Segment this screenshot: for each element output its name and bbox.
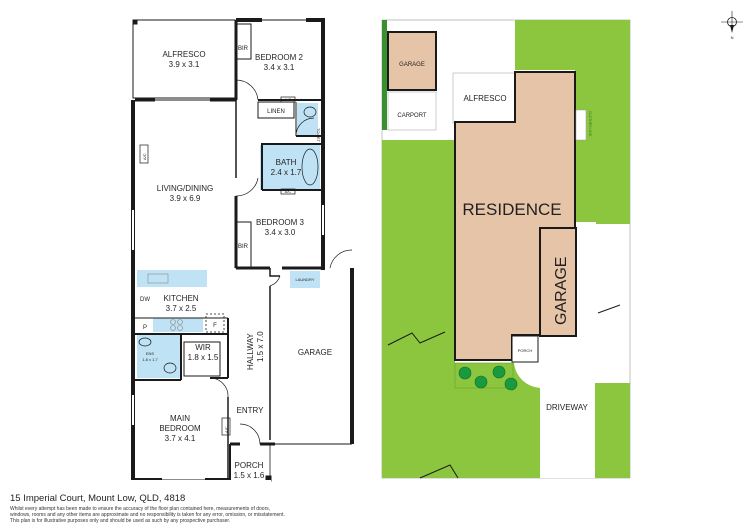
compass-icon: N xyxy=(721,11,743,40)
site-garage-main xyxy=(539,227,577,337)
room-bath-size: 2.4 x 1.7 xyxy=(271,168,302,177)
ac-label-bedroom3: A/C xyxy=(285,189,292,194)
site-alfresco xyxy=(452,72,516,124)
room-bedroom3-name: BEDROOM 3 xyxy=(256,218,305,227)
site-residence xyxy=(454,71,576,361)
dishwasher-label: DW xyxy=(140,297,150,303)
room-bath-name: BATH xyxy=(276,158,297,167)
room-living-name: LIVING/DINING xyxy=(157,184,213,193)
room-wir-size: 1.8 x 1.5 xyxy=(188,353,219,362)
wet-area-laundry xyxy=(290,271,320,288)
site-porch-label: PORCH xyxy=(518,348,533,353)
footer: 15 Imperial Court, Mount Low, QLD, 4818 … xyxy=(10,493,450,525)
room-hallway-size: 1.5 x 7.0 xyxy=(256,331,265,362)
room-wir-name: WIR xyxy=(195,343,211,352)
room-ens-size: 1.8 x 1.7 xyxy=(142,357,158,362)
hedge xyxy=(382,20,387,130)
clothes-line xyxy=(575,109,587,141)
room-main-bedroom-name-2: BEDROOM xyxy=(159,424,201,433)
lawn xyxy=(515,20,630,224)
disclaimer-line-3: This plan is for illustrative purposes o… xyxy=(10,518,231,525)
room-living-size: 3.9 x 6.9 xyxy=(170,194,201,203)
site-alfresco-label: ALFRESCO xyxy=(463,94,506,103)
room-alfresco-size: 3.9 x 3.1 xyxy=(169,60,200,69)
kitchen-bench-top xyxy=(137,270,207,287)
room-bedroom2-name: BEDROOM 2 xyxy=(255,53,304,62)
site-residence-label: RESIDENCE xyxy=(462,200,561,219)
site-garage-small xyxy=(387,31,437,91)
kitchen-sink xyxy=(147,273,169,284)
room-alfresco-name: ALFRESCO xyxy=(162,50,205,59)
site-plan: GARAGE CARPORT ALFRESCO RESIDENCE GARAGE… xyxy=(381,19,631,479)
disclaimer-line-1: Whilst every attempt has been made to en… xyxy=(10,506,271,512)
room-ens-name: ENS xyxy=(146,351,155,356)
cooktop xyxy=(170,319,183,331)
site-garage-small-label: GARAGE xyxy=(399,62,425,68)
lawn-right xyxy=(595,383,630,478)
room-kitchen-size: 3.7 x 2.5 xyxy=(166,304,197,313)
ac-label-main-bedroom: A/C xyxy=(224,426,229,433)
room-toilet-name: TOILET xyxy=(316,128,321,142)
fridge-label: F xyxy=(213,323,217,329)
site-driveway-label: DRIVEWAY xyxy=(546,403,588,412)
room-bir2-name: BIR xyxy=(238,244,249,250)
property-address: 15 Imperial Court, Mount Low, QLD, 4818 xyxy=(10,493,186,504)
room-bir1-name: BIR xyxy=(238,46,249,52)
ac-label-bedroom2: A/C xyxy=(285,97,292,102)
room-hallway-name: HALLWAY xyxy=(246,333,255,370)
floor-plan: ALFRESCO 3.9 x 3.1 BEDROOM 2 3.4 x 3.1 B… xyxy=(131,18,354,482)
room-main-bedroom-name-1: MAIN xyxy=(170,414,190,423)
lawn-left xyxy=(382,140,455,478)
room-porch-size: 1.5 x 1.6 xyxy=(234,471,265,480)
disclaimer-line-2: windows, rooms and any other items are a… xyxy=(10,512,285,519)
site-carport-label: CARPORT xyxy=(397,113,427,119)
room-laundry-name: LAUNDRY xyxy=(295,277,314,282)
wet-area-ensuite xyxy=(137,334,181,378)
room-entry-name: ENTRY xyxy=(237,406,265,415)
site-carport xyxy=(387,91,437,131)
room-kitchen-name: KITCHEN xyxy=(163,294,198,303)
room-porch-name: PORCH xyxy=(235,461,264,470)
room-linen-name: LINEN xyxy=(267,109,285,115)
tree-icons xyxy=(458,365,518,391)
ac-label-living: A/C xyxy=(142,153,147,160)
room-bedroom2-size: 3.4 x 3.1 xyxy=(264,63,295,72)
pantry-label: P xyxy=(143,325,147,331)
compass-north-label: N xyxy=(731,35,734,40)
kitchen-bench-bottom xyxy=(153,318,203,332)
site-garage-main-label: GARAGE xyxy=(553,257,570,325)
site-driveway xyxy=(540,338,595,478)
room-bedroom3-size: 3.4 x 3.0 xyxy=(265,228,296,237)
scale-bar xyxy=(133,480,271,483)
wet-area-bath xyxy=(260,145,320,190)
site-porch xyxy=(511,335,539,363)
clothes-line-label: CLOTHES LINE xyxy=(588,111,592,137)
room-main-bedroom-size: 3.7 x 4.1 xyxy=(165,434,196,443)
room-garage-name: GARAGE xyxy=(298,348,332,357)
